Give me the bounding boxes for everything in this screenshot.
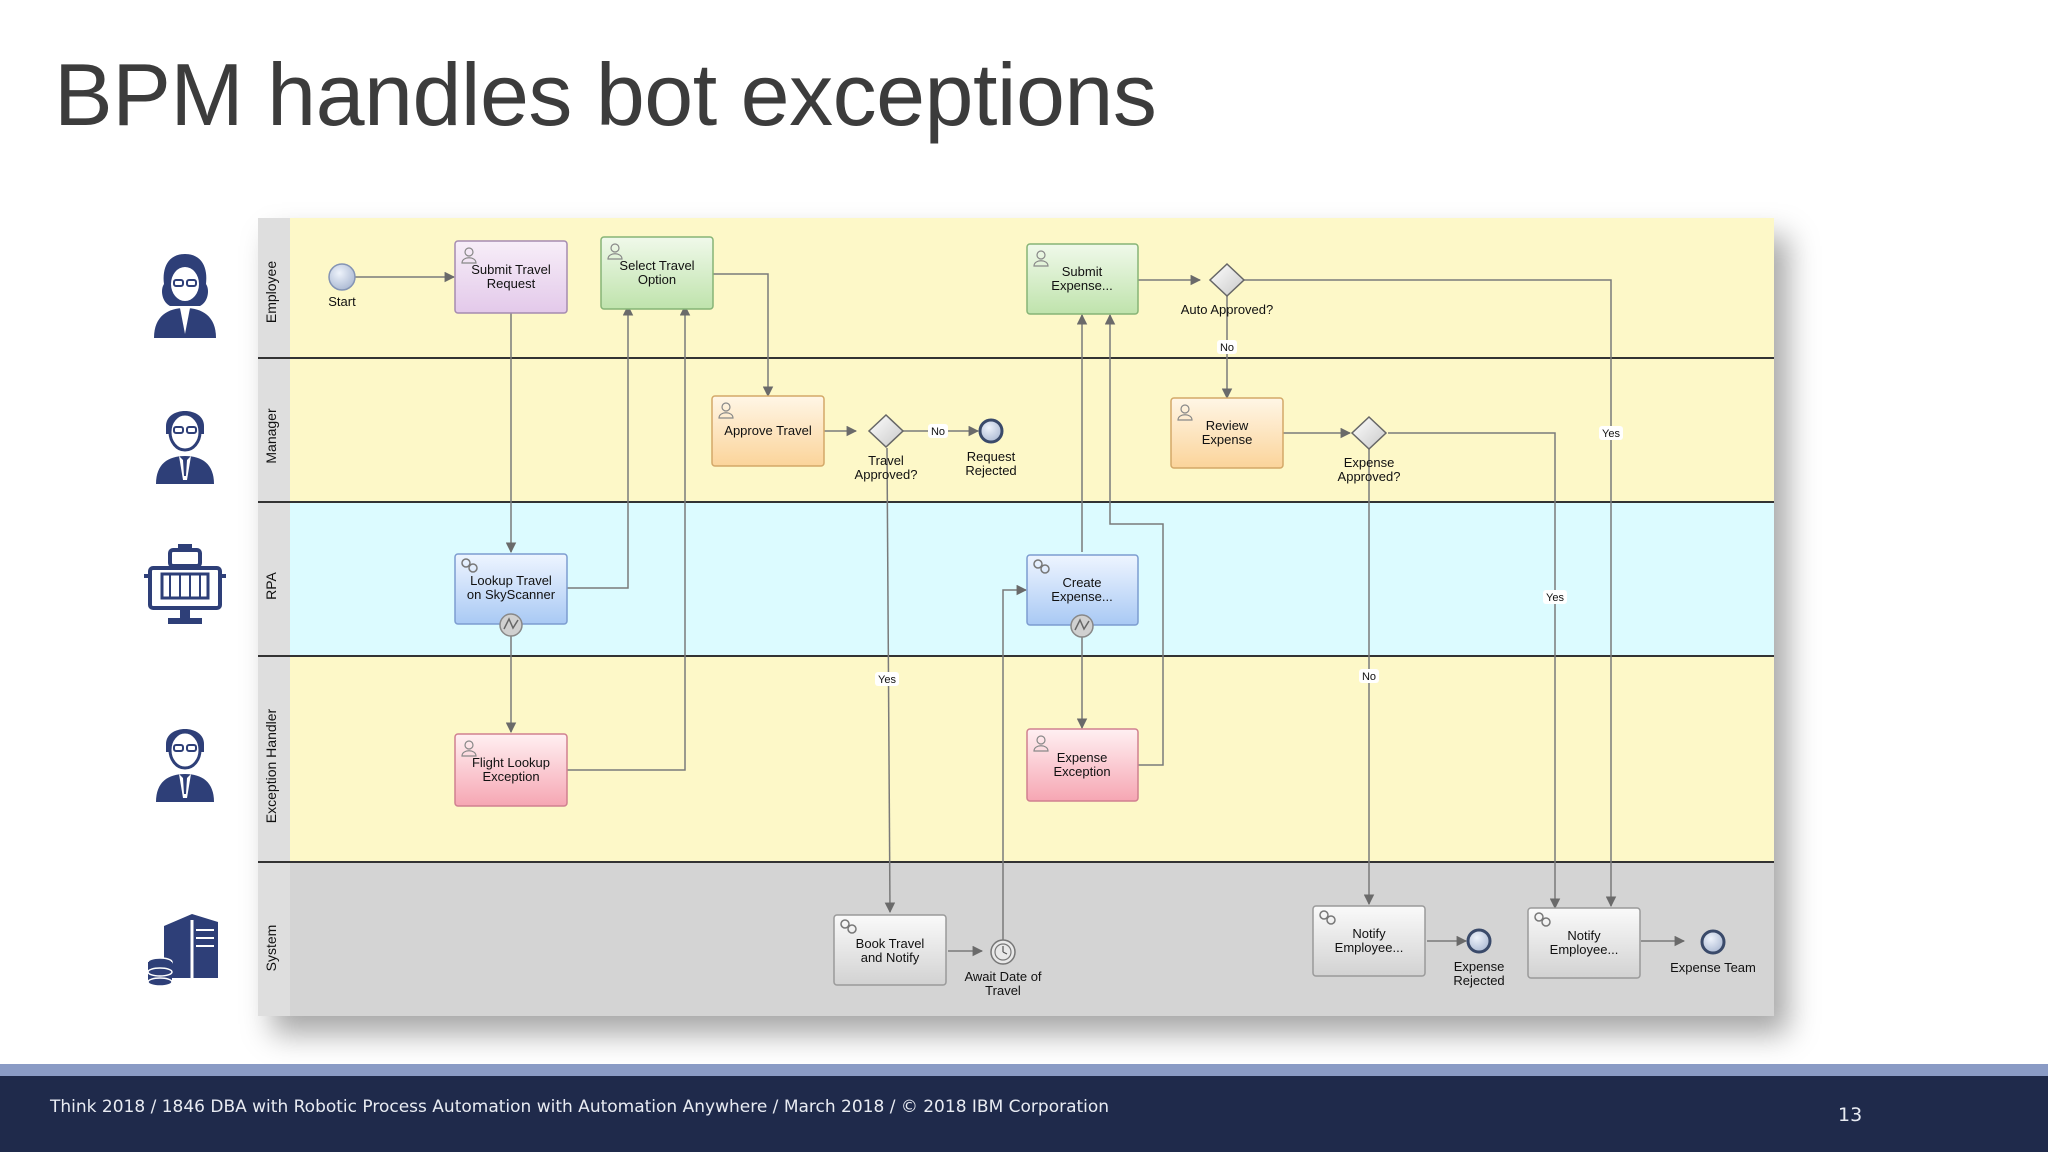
svg-text:Expense: Expense (1454, 959, 1505, 974)
process-diagram: Employee Manager RPA Exception Handler S… (258, 218, 1774, 1016)
svg-text:Approved?: Approved? (855, 467, 918, 482)
start-event[interactable] (328, 263, 356, 291)
lane-label-rpa: RPA (263, 571, 279, 599)
lane-header-column (258, 218, 290, 1016)
server-database-icon (147, 914, 218, 987)
svg-text:Await Date of: Await Date of (964, 969, 1041, 984)
lane-system (290, 862, 1774, 1016)
lane-label-employee: Employee (263, 261, 279, 323)
task-submit-travel-request[interactable]: Submit Travel Request (454, 240, 568, 314)
flow-label-yes-expense: Yes (1546, 592, 1564, 604)
footer-stripe (0, 1064, 2048, 1076)
svg-text:Expense Team: Expense Team (1670, 960, 1756, 975)
task-expense-exception[interactable]: Expense Exception (1026, 728, 1139, 802)
footer-text: Think 2018 / 1846 DBA with Robotic Proce… (50, 1097, 1110, 1117)
svg-text:Request: Request (487, 276, 536, 291)
svg-text:Expense: Expense (1202, 432, 1253, 447)
user-task-icon (464, 247, 474, 257)
svg-text:on SkyScanner: on SkyScanner (467, 587, 556, 602)
task-flight-lookup-exception[interactable]: Flight Lookup Exception (454, 733, 568, 807)
user-task-icon (464, 740, 474, 750)
svg-text:Expense...: Expense... (1051, 589, 1112, 604)
flow-label-yes-travel: Yes (878, 674, 896, 686)
svg-text:Employee...: Employee... (1550, 942, 1619, 957)
svg-text:Expense: Expense (1344, 455, 1395, 470)
svg-text:Approve Travel: Approve Travel (724, 423, 812, 438)
svg-text:Flight Lookup: Flight Lookup (472, 755, 550, 770)
svg-text:Submit: Submit (1062, 264, 1103, 279)
svg-text:Option: Option (638, 272, 676, 287)
flow-label-no-travel: No (931, 426, 945, 438)
robot-icon (144, 544, 226, 624)
svg-text:Request: Request (967, 449, 1016, 464)
gears-icon (461, 558, 471, 568)
exception-handler-icon (156, 729, 214, 802)
page-number: 13 (1838, 1104, 1863, 1126)
svg-text:Exception: Exception (1053, 764, 1110, 779)
footer-bar (0, 1076, 2048, 1152)
woman-employee-icon (154, 254, 216, 338)
flow-label-no-auto: No (1220, 342, 1234, 354)
gateway-auto-approved[interactable]: Auto Approved? (1181, 262, 1274, 317)
gears-icon (1033, 559, 1043, 569)
clock-icon (994, 943, 1012, 961)
slide-title: BPM handles bot exceptions (54, 45, 1157, 144)
end-event-request-rejected[interactable]: Request Rejected (965, 418, 1017, 478)
svg-text:Select Travel: Select Travel (619, 258, 694, 273)
start-event-label: Start (328, 294, 356, 309)
svg-text:Notify: Notify (1567, 928, 1601, 943)
svg-text:Book Travel: Book Travel (856, 936, 925, 951)
svg-text:Rejected: Rejected (1453, 973, 1504, 988)
svg-text:Travel: Travel (985, 983, 1021, 998)
end-event-expense-team[interactable]: Expense Team (1670, 929, 1756, 975)
gears-icon (840, 919, 850, 929)
svg-text:Create: Create (1062, 575, 1101, 590)
user-task-icon (1036, 250, 1046, 260)
svg-text:Auto Approved?: Auto Approved? (1181, 302, 1274, 317)
gears-icon (1534, 912, 1544, 922)
task-approve-travel[interactable]: Approve Travel (711, 395, 825, 467)
svg-text:Approved?: Approved? (1338, 469, 1401, 484)
user-task-icon (1036, 735, 1046, 745)
task-book-travel-notify[interactable]: Book Travel and Notify (833, 914, 947, 986)
task-review-expense[interactable]: Review Expense (1170, 397, 1284, 469)
user-task-icon (721, 402, 731, 412)
svg-text:Exception: Exception (482, 769, 539, 784)
user-task-icon (1180, 404, 1190, 414)
svg-text:Employee...: Employee... (1335, 940, 1404, 955)
svg-text:Notify: Notify (1352, 926, 1386, 941)
svg-text:and Notify: and Notify (861, 950, 920, 965)
task-notify-employee-approved[interactable]: Notify Employee... (1527, 907, 1641, 979)
task-select-travel-option[interactable]: Select Travel Option (600, 236, 714, 310)
svg-text:Lookup Travel: Lookup Travel (470, 573, 552, 588)
task-create-expense[interactable]: Create Expense... (1026, 554, 1139, 638)
svg-text:Review: Review (1206, 418, 1249, 433)
gears-icon (1319, 910, 1329, 920)
lane-manager (290, 358, 1774, 502)
lane-label-system: System (263, 925, 279, 972)
task-notify-employee-rejected[interactable]: Notify Employee... (1312, 905, 1426, 977)
lane-label-exception-handler: Exception Handler (263, 708, 279, 823)
flow-label-no-expense: No (1362, 671, 1376, 683)
lane-label-manager: Manager (263, 408, 279, 464)
svg-text:Expense...: Expense... (1051, 278, 1112, 293)
task-lookup-travel-skyscanner[interactable]: Lookup Travel on SkyScanner (454, 553, 568, 637)
task-submit-expense[interactable]: Submit Expense... (1026, 243, 1139, 315)
svg-text:Rejected: Rejected (965, 463, 1016, 478)
svg-text:Travel: Travel (868, 453, 904, 468)
manager-icon (156, 411, 214, 484)
svg-text:Submit Travel: Submit Travel (471, 262, 551, 277)
end-event-expense-rejected[interactable]: Expense Rejected (1453, 928, 1505, 988)
timer-event-await-date[interactable]: Await Date of Travel (964, 939, 1042, 998)
svg-text:Expense: Expense (1057, 750, 1108, 765)
gateway-expense-approved[interactable]: Expense Approved? (1338, 415, 1401, 484)
user-task-icon (610, 243, 620, 253)
flow-label-yes-auto: Yes (1602, 428, 1620, 440)
gateway-travel-approved[interactable]: Travel Approved? (855, 413, 918, 482)
